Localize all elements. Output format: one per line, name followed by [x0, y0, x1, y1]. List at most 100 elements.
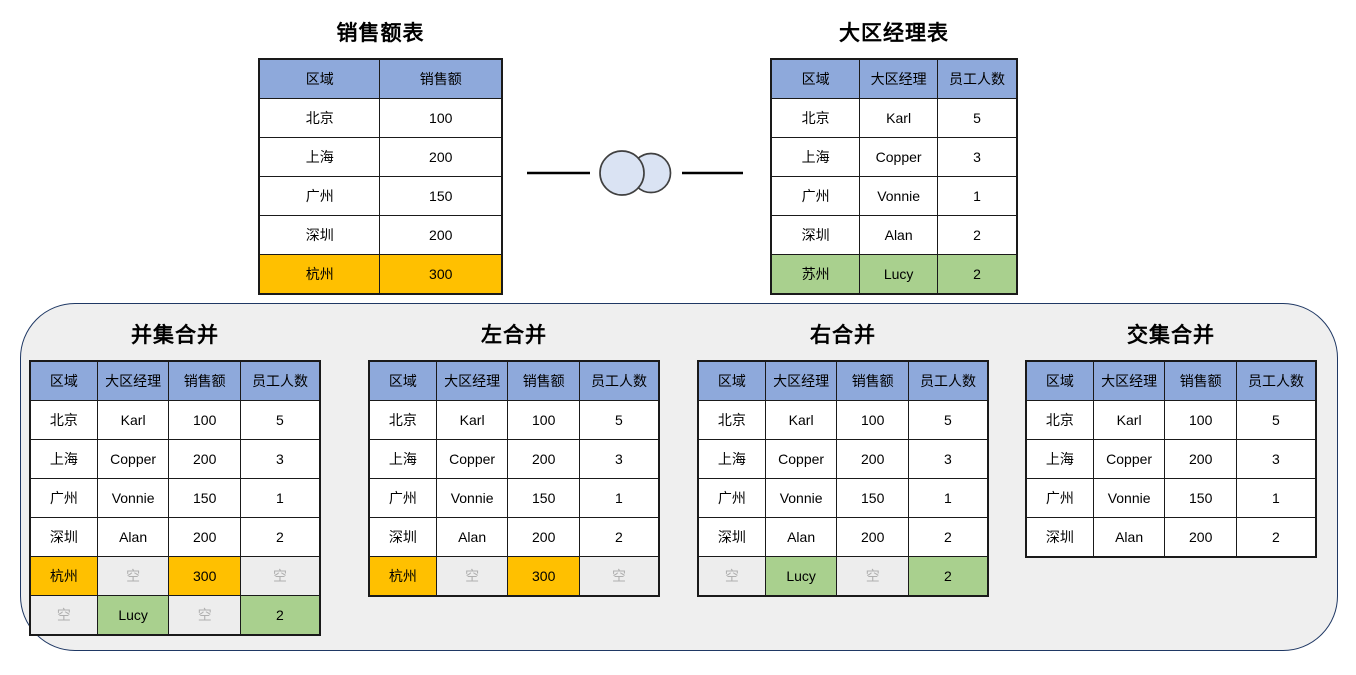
table-cell: 300 [379, 254, 503, 295]
table-cell: 空 [29, 595, 98, 636]
table-cell: Alan [859, 215, 938, 255]
inner-merge-title: 交集合并 [1127, 324, 1215, 347]
table-cell: 100 [379, 98, 503, 138]
table-cell: Copper [96, 439, 170, 479]
table-cell: 深圳 [770, 215, 861, 255]
table-cell: 广州 [258, 176, 381, 216]
table-cell: 200 [836, 439, 909, 479]
table-cell: Karl [96, 400, 170, 440]
column-header: 销售额 [379, 58, 503, 99]
table-cell: 北京 [697, 400, 766, 440]
table-cell: 北京 [258, 98, 381, 138]
column-header: 大区经理 [96, 360, 170, 401]
right-merge-title: 右合并 [810, 324, 876, 347]
table-cell: 苏州 [770, 254, 861, 295]
table-cell: 200 [507, 439, 580, 479]
table-cell: 5 [1235, 400, 1317, 440]
column-header: 区域 [258, 58, 381, 99]
column-header: 员工人数 [239, 360, 321, 401]
table-cell: 上海 [258, 137, 381, 177]
table-cell: 空 [239, 556, 321, 596]
table-cell: 5 [239, 400, 321, 440]
column-header: 区域 [29, 360, 98, 401]
table-cell: 150 [1164, 478, 1237, 518]
table-cell: 200 [1164, 517, 1237, 558]
table-cell: Karl [435, 400, 509, 440]
table-cell: 100 [507, 400, 580, 440]
table-cell: 空 [168, 595, 241, 636]
table-cell: 2 [239, 517, 321, 557]
column-header: 大区经理 [764, 360, 838, 401]
column-header: 区域 [770, 58, 861, 99]
table-cell: Vonnie [1092, 478, 1166, 518]
table-cell: 北京 [29, 400, 98, 440]
table-cell: 200 [379, 215, 503, 255]
table-cell: 2 [578, 517, 660, 557]
table-cell: 广州 [368, 478, 437, 518]
venn-circle-left [599, 150, 645, 196]
table-cell: 杭州 [258, 254, 381, 295]
table-cell: 100 [1164, 400, 1237, 440]
table-cell: Vonnie [764, 478, 838, 518]
table-cell: 150 [836, 478, 909, 518]
table-cell: 300 [507, 556, 580, 597]
header-row: 区域大区经理销售额员工人数 [29, 360, 321, 401]
column-header: 员工人数 [936, 58, 1018, 99]
table-cell: 上海 [770, 137, 861, 177]
table-cell: Vonnie [435, 478, 509, 518]
column-header: 销售额 [168, 360, 241, 401]
table-cell: Karl [1092, 400, 1166, 440]
table-cell: 深圳 [368, 517, 437, 557]
table-cell: 广州 [697, 478, 766, 518]
table-cell: 深圳 [697, 517, 766, 557]
header-row: 区域大区经理销售额员工人数 [1025, 360, 1317, 401]
table-cell: 100 [168, 400, 241, 440]
table-cell: Alan [96, 517, 170, 557]
table-cell: Karl [859, 98, 938, 138]
header-row: 区域大区经理员工人数 [770, 58, 1018, 99]
left-merge-title: 左合并 [481, 324, 547, 347]
column-header: 销售额 [836, 360, 909, 401]
table-cell: 5 [907, 400, 989, 440]
table-cell: 2 [936, 215, 1018, 255]
table-cell: 杭州 [368, 556, 437, 597]
table-cell: 5 [578, 400, 660, 440]
column-header: 大区经理 [859, 58, 938, 99]
table-cell: 1 [1235, 478, 1317, 518]
header-row: 区域销售额 [258, 58, 503, 99]
header-row: 区域大区经理销售额员工人数 [697, 360, 989, 401]
table-cell: 2 [936, 254, 1018, 295]
table-cell: 杭州 [29, 556, 98, 596]
table-cell: 100 [836, 400, 909, 440]
table-cell: 北京 [770, 98, 861, 138]
table-cell: 1 [907, 478, 989, 518]
table-cell: Lucy [859, 254, 938, 295]
table-cell: 上海 [368, 439, 437, 479]
table-cell: 200 [836, 517, 909, 557]
table-cell: 空 [836, 556, 909, 597]
table-cell: 1 [936, 176, 1018, 216]
table-cell: 2 [907, 517, 989, 557]
